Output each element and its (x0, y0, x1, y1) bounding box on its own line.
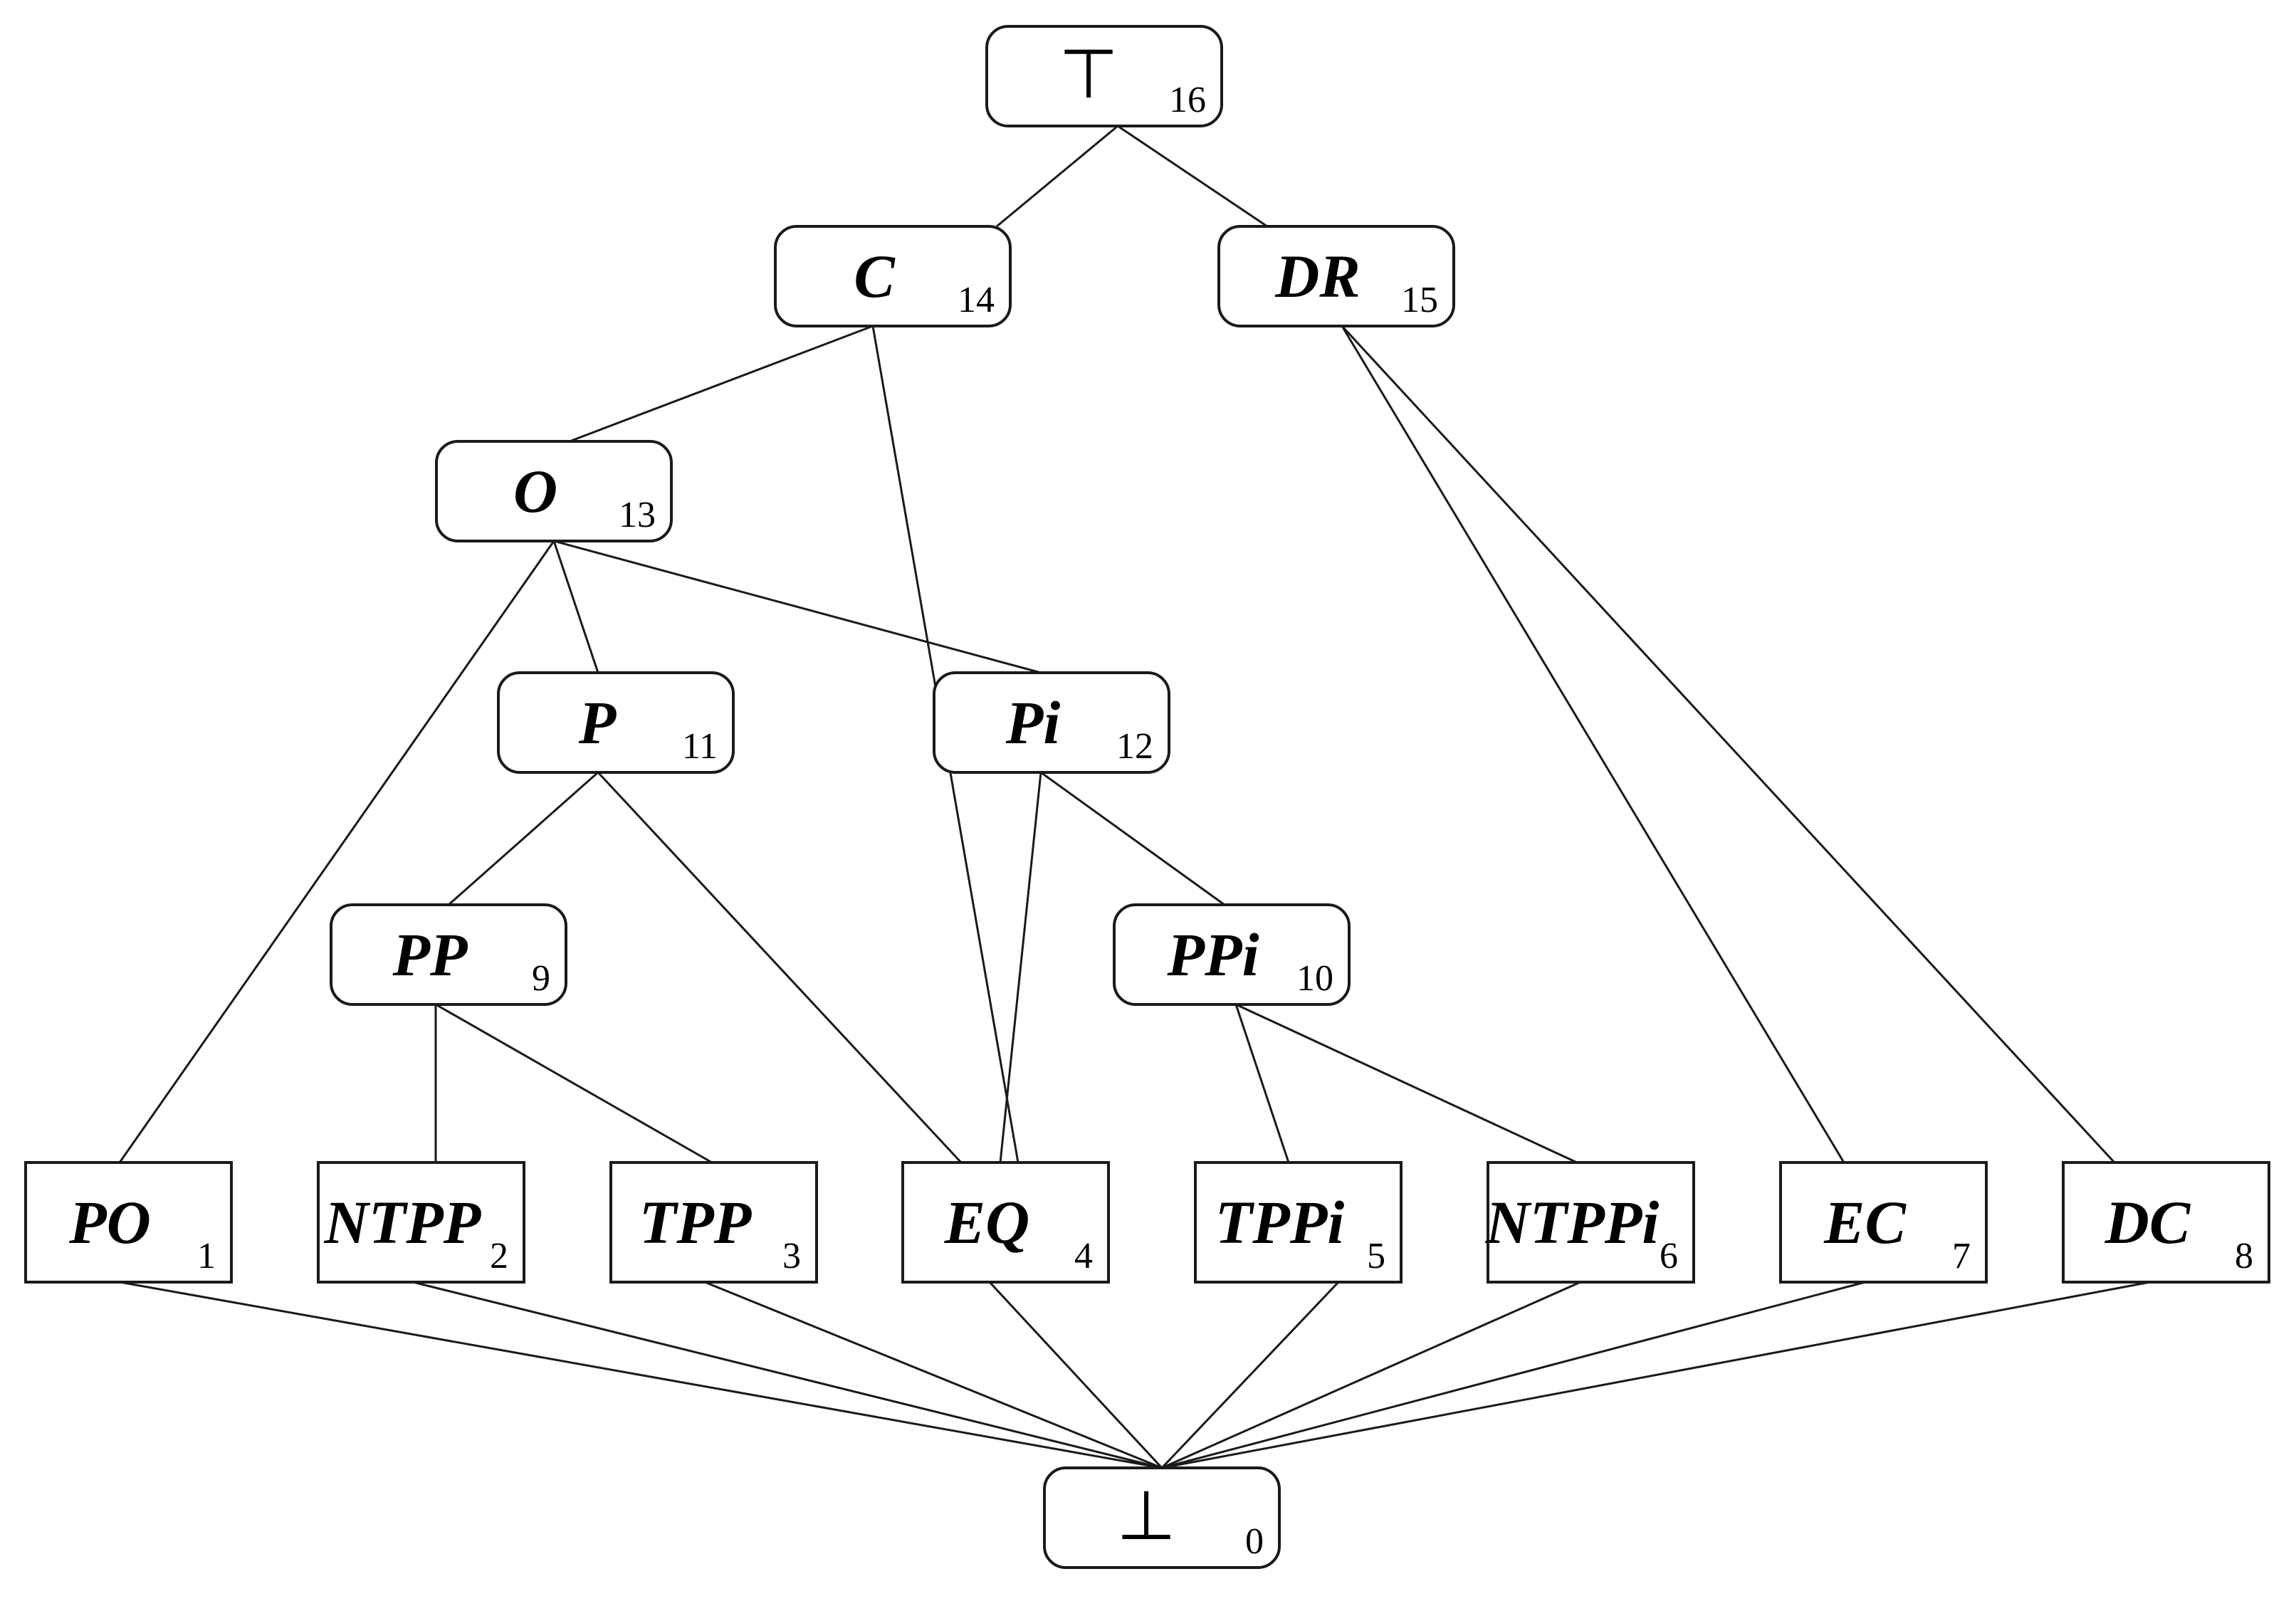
lattice-edge-dr-to-dc (1341, 325, 2116, 1164)
lattice-node-pp[interactable]: PP 9 (330, 903, 567, 1006)
lattice-node-dc[interactable]: DC 8 (2062, 1161, 2270, 1284)
node-label-c: C (854, 242, 896, 310)
lattice-edge-pp-to-tpp (435, 1003, 713, 1164)
node-index-bottom: 0 (1245, 1521, 1264, 1562)
node-index-po: 1 (197, 1236, 216, 1276)
node-label-dr: DR (1274, 242, 1360, 310)
lattice-node-bottom[interactable]: ⊥0 (1043, 1466, 1281, 1569)
lattice-edge-ntpp-to-bottom (412, 1281, 1163, 1469)
lattice-node-tppi[interactable]: TPPi 5 (1194, 1161, 1403, 1284)
lattice-edge-p-to-pp (448, 771, 599, 906)
lattice-edge-pi-to-ppi (1040, 771, 1225, 906)
node-label-po: PO (68, 1188, 151, 1256)
lattice-edge-pi-to-eq (999, 772, 1042, 1163)
lattice-edge-po-to-bottom (119, 1281, 1163, 1469)
lattice-node-tpp[interactable]: TPP 3 (609, 1161, 818, 1284)
lattice-edge-c-to-o (569, 325, 874, 443)
node-index-top: 16 (1169, 80, 1206, 120)
lattice-node-ec[interactable]: EC 7 (1779, 1161, 1988, 1284)
node-box-pp (330, 903, 567, 1006)
node-index-c: 14 (958, 280, 995, 320)
node-box-c (774, 225, 1012, 327)
node-index-ec: 7 (1952, 1236, 1971, 1276)
lattice-node-o[interactable]: O 13 (435, 440, 673, 542)
node-box-dr (1217, 225, 1455, 327)
lattice-edge-top-to-dr (1117, 125, 1268, 228)
node-index-tpp: 3 (782, 1236, 801, 1276)
lattice-node-dr[interactable]: DR 15 (1217, 225, 1455, 327)
lattice-edge-tppi-to-bottom (1160, 1281, 1340, 1469)
lattice-edge-ppi-to-ntppi (1235, 1003, 1578, 1164)
lattice-edge-ntppi-to-bottom (1161, 1281, 1581, 1469)
node-index-p: 11 (682, 726, 718, 767)
lattice-edge-dc-to-bottom (1161, 1281, 2151, 1469)
node-box-pi (933, 671, 1170, 774)
node-index-ppi: 10 (1296, 958, 1333, 999)
node-box-bottom (1043, 1466, 1281, 1569)
node-box-tppi (1194, 1161, 1403, 1284)
lattice-edge-o-to-pi (553, 540, 1042, 674)
node-label-tpp: TPP (639, 1188, 753, 1256)
node-index-o: 13 (619, 495, 656, 535)
lattice-edge-top-to-c (996, 125, 1118, 228)
node-label-pp: PP (392, 920, 468, 989)
node-label-tppi: TPPi (1215, 1188, 1345, 1256)
node-label-p: P (578, 688, 617, 757)
node-box-ntpp (317, 1161, 525, 1284)
lattice-node-po[interactable]: PO 1 (24, 1161, 233, 1284)
node-label-eq: EQ (944, 1188, 1029, 1256)
lattice-edge-eq-to-bottom (988, 1281, 1163, 1469)
lattice-node-pi[interactable]: Pi 12 (933, 671, 1170, 774)
lattice-node-c[interactable]: C 14 (774, 225, 1012, 327)
node-index-dc: 8 (2235, 1236, 2253, 1276)
node-index-eq: 4 (1074, 1236, 1093, 1276)
node-box-ppi (1113, 903, 1351, 1006)
node-index-pi: 12 (1116, 726, 1153, 767)
node-index-dr: 15 (1401, 280, 1438, 320)
lattice-node-eq[interactable]: EQ 4 (901, 1161, 1110, 1284)
lattice-edge-ppi-to-tppi (1235, 1004, 1290, 1163)
node-label-ntppi: NTPPi (1485, 1188, 1660, 1256)
lattice-edge-o-to-p (552, 540, 599, 673)
node-box-ntppi (1487, 1161, 1695, 1284)
node-box-eq (901, 1161, 1110, 1284)
node-index-ntppi: 6 (1660, 1236, 1678, 1276)
node-box-ec (1779, 1161, 1988, 1284)
node-box-tpp (609, 1161, 818, 1284)
lattice-edge-o-to-po (118, 540, 555, 1163)
node-box-po (24, 1161, 233, 1284)
lattice-node-ppi[interactable]: PPi 10 (1113, 903, 1351, 1006)
lattice-node-p[interactable]: P 11 (497, 671, 735, 774)
node-label-pi: Pi (1005, 688, 1061, 757)
node-label-ec: EC (1823, 1188, 1907, 1256)
node-label-bottom: ⊥ (1116, 1478, 1176, 1554)
node-label-dc: DC (2104, 1188, 2191, 1256)
lattice-node-top[interactable]: ⊤ 16 (985, 25, 1223, 127)
node-box-dc (2062, 1161, 2270, 1284)
lattice-edge-p-to-eq (597, 771, 963, 1164)
node-label-ntpp: NTPP (324, 1188, 482, 1256)
edge-layer (118, 125, 2151, 1469)
node-index-ntpp: 2 (490, 1236, 508, 1276)
node-box-p (497, 671, 735, 774)
node-label-o: O (513, 457, 557, 525)
node-label-ppi: PPi (1167, 920, 1259, 989)
node-index-tppi: 5 (1367, 1236, 1385, 1276)
node-box-top (985, 25, 1223, 127)
node-label-top: ⊤ (1059, 36, 1118, 112)
lattice-edge-dr-to-ec (1341, 325, 1845, 1163)
node-box-o (435, 440, 673, 542)
lattice-edge-ec-to-bottom (1161, 1281, 1866, 1469)
node-index-pp: 9 (532, 958, 550, 999)
lattice-edge-tpp-to-bottom (704, 1281, 1163, 1469)
